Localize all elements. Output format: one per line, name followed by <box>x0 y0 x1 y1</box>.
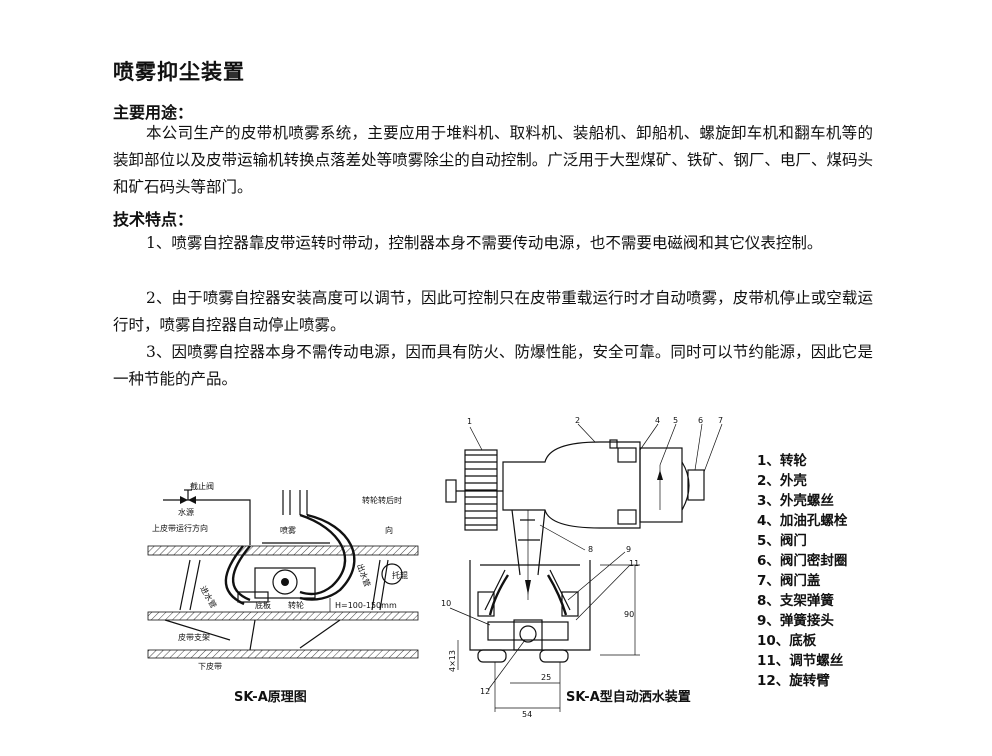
label-base: 底板 <box>255 600 271 610</box>
legend-item: 5、阀门 <box>757 532 807 549</box>
device-diagram: 1 2 4 5 6 7 8 9 10 11 12 90 25 54 4×13 S… <box>441 416 723 719</box>
legend-item: 3、外壳螺丝 <box>757 492 834 509</box>
legend-item: 10、底板 <box>757 632 817 649</box>
callout-11: 11 <box>629 559 639 568</box>
feature-item-2: 2、由于喷雾自控器安装高度可以调节，因此可控制只在皮带重载运行时才自动喷雾，皮带… <box>113 289 873 334</box>
page-title: 喷雾抑尘装置 <box>113 60 245 84</box>
label-lower: 下皮带 <box>198 661 222 671</box>
callout-12: 12 <box>480 687 490 696</box>
callout-10: 10 <box>441 599 451 608</box>
legend-item: 11、调节螺丝 <box>757 652 844 669</box>
legend-item: 8、支架弹簧 <box>757 592 834 609</box>
legend-item: 7、阀门盖 <box>757 572 821 589</box>
usage-heading: 主要用途： <box>113 103 194 122</box>
callout-6: 6 <box>698 416 703 425</box>
legend-item: 1、转轮 <box>757 452 807 469</box>
principle-diagram: 截止阀 水源 上皮带运行方向 喷雾 转轮转后时 向 进水管 出水管 托辊 底板 … <box>147 481 419 705</box>
legend-item: 4、加油孔螺栓 <box>757 512 848 529</box>
legend-item: 9、弹簧接头 <box>757 612 834 629</box>
callout-4: 4 <box>655 416 660 425</box>
callout-8: 8 <box>588 545 593 554</box>
legend-item: 2、外壳 <box>757 472 807 489</box>
label-spray: 喷雾 <box>280 525 296 535</box>
callout-1: 1 <box>467 417 472 426</box>
label-height: H=100-150mm <box>335 601 397 610</box>
caption-principle: SK-A原理图 <box>234 690 307 705</box>
parts-legend: 1、转轮 2、外壳 3、外壳螺丝 4、加油孔螺栓 5、阀门 6、阀门密封圈 7、… <box>757 452 848 689</box>
label-water-in: 进水管 <box>198 584 219 610</box>
feature-item-3: 3、因喷雾自控器本身不需传动电源，因而具有防火、防爆性能，安全可靠。同时可以节约… <box>113 343 873 388</box>
label-frame: 皮带支架 <box>178 632 210 642</box>
legend-item: 6、阀门密封圈 <box>757 552 847 569</box>
label-water: 水源 <box>178 507 194 517</box>
callout-7: 7 <box>718 416 723 425</box>
dim-90: 90 <box>624 610 634 619</box>
label-after-turn: 转轮转后时 <box>362 495 402 505</box>
dim-hole: 4×13 <box>448 650 457 672</box>
label-valve: 截止阀 <box>190 481 214 491</box>
legend-item: 12、旋转臂 <box>757 672 830 689</box>
label-water-out: 出水管 <box>355 562 373 588</box>
callout-5: 5 <box>673 416 678 425</box>
caption-device: SK-A型自动洒水装置 <box>566 689 691 705</box>
dim-54: 54 <box>522 710 532 719</box>
dim-25: 25 <box>541 673 551 682</box>
features-heading: 技术特点： <box>113 210 194 229</box>
label-wheel: 转轮 <box>288 600 304 610</box>
label-idler: 托辊 <box>392 570 408 580</box>
usage-paragraph: 本公司生产的皮带机喷雾系统，主要应用于堆料机、取料机、装船机、卸船机、螺旋卸车机… <box>113 124 873 196</box>
callout-2: 2 <box>575 416 580 425</box>
label-upper-dir: 上皮带运行方向 <box>152 523 208 533</box>
label-direction: 向 <box>385 525 393 535</box>
callout-9: 9 <box>626 545 631 554</box>
feature-item-1: 1、喷雾自控器靠皮带运转时带动，控制器本身不需要传动电源，也不需要电磁阀和其它仪… <box>146 234 823 252</box>
